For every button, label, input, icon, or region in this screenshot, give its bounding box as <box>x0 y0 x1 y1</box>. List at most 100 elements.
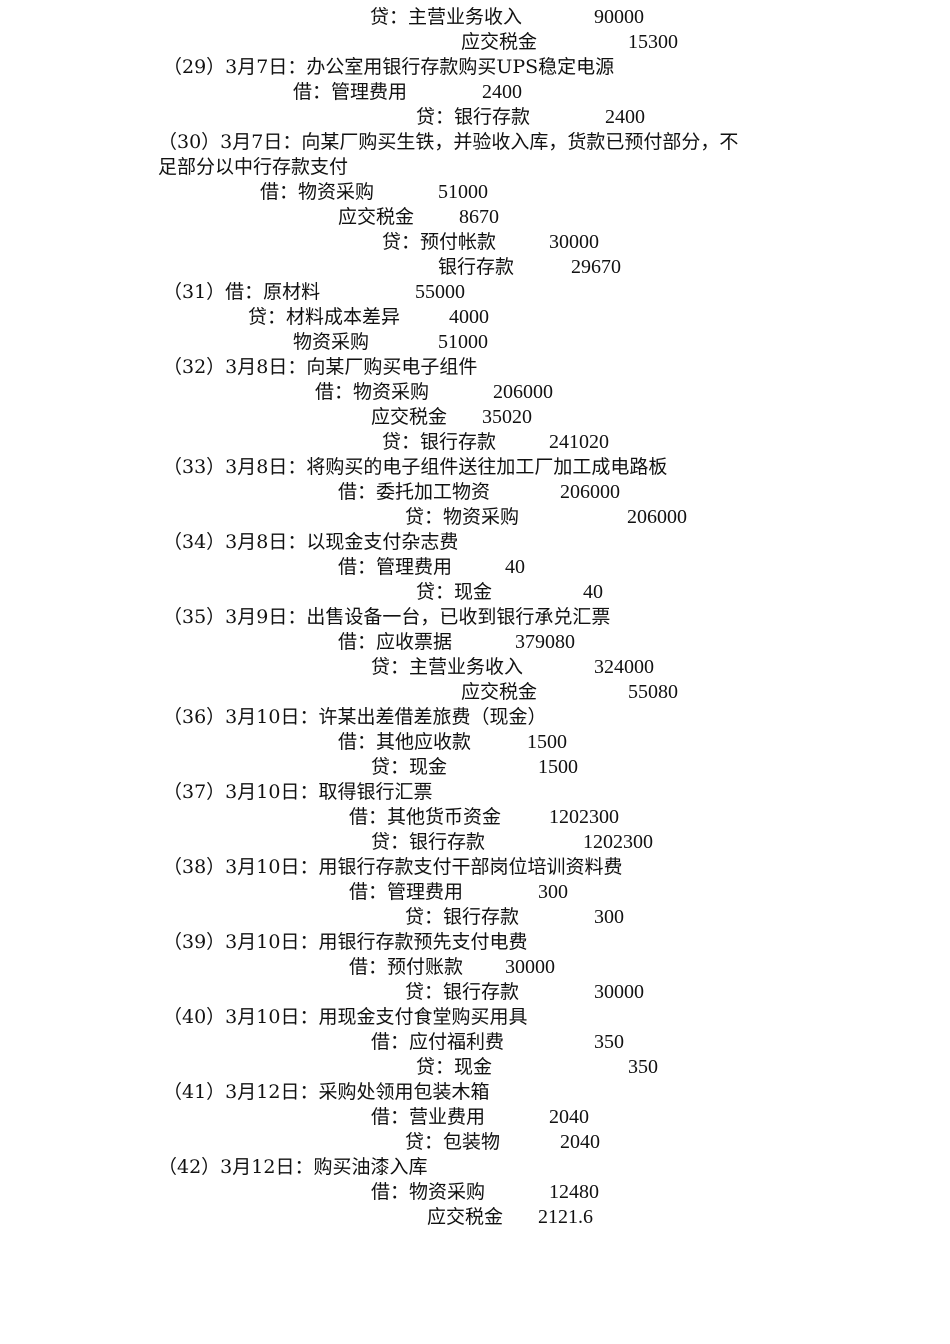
transaction-description: （30）3月7日：向某厂购买生铁，并验收入库，货款已预付部分，不 <box>0 130 950 155</box>
account-label: 贷：银行存款 <box>405 906 520 928</box>
account-label: 借：物资采购 <box>260 181 375 203</box>
transaction-description: 足部分以中行存款支付 <box>0 155 950 180</box>
description-text: （36）3月10日：许某出差借差旅费（现金） <box>163 706 547 728</box>
account-label: 银行存款 <box>438 256 515 278</box>
amount-value: 206000 <box>627 506 687 528</box>
journal-entry-line: 借：物资采购 51000 <box>0 180 950 205</box>
account-label: 借：管理费用 <box>338 556 453 578</box>
account-label: 应交税金 <box>461 31 538 53</box>
amount-value: 29670 <box>571 256 621 278</box>
journal-entry-line: 应交税金 8670 <box>0 205 950 230</box>
amount-value: 300 <box>538 881 568 903</box>
transaction-description: （40）3月10日：用现金支付食堂购买用具 <box>0 1005 950 1030</box>
account-label: 借：应收票据 <box>338 631 453 653</box>
description-text: 足部分以中行存款支付 <box>158 156 349 178</box>
amount-value: 55080 <box>628 681 678 703</box>
account-label: 应交税金 <box>461 681 538 703</box>
amount-value: 30000 <box>594 981 644 1003</box>
transaction-description: （37）3月10日：取得银行汇票 <box>0 780 950 805</box>
description-text: （35）3月9日：出售设备一台，已收到银行承兑汇票 <box>163 606 611 628</box>
account-label: 应交税金 <box>338 206 415 228</box>
journal-entry-line: 借：管理费用 2400 <box>0 80 950 105</box>
transaction-description: （36）3月10日：许某出差借差旅费（现金） <box>0 705 950 730</box>
description-text: （40）3月10日：用现金支付食堂购买用具 <box>163 1006 528 1028</box>
amount-value: 206000 <box>560 481 620 503</box>
amount-value: 4000 <box>449 306 489 328</box>
description-text: （34）3月8日：以现金支付杂志费 <box>163 531 459 553</box>
journal-entry-line: 贷：主营业务收入 324000 <box>0 655 950 680</box>
journal-entry-line: 贷：材料成本差异 4000 <box>0 305 950 330</box>
account-label: 应交税金 <box>371 406 448 428</box>
amount-value: 1202300 <box>549 806 619 828</box>
account-label: （31）借：原材料 <box>163 281 321 303</box>
journal-entry-line: 借：物资采购 206000 <box>0 380 950 405</box>
account-label: 贷：主营业务收入 <box>371 656 524 678</box>
amount-value: 324000 <box>594 656 654 678</box>
amount-value: 1500 <box>538 756 578 778</box>
account-label: 借：物资采购 <box>371 1181 486 1203</box>
account-label: 借：管理费用 <box>293 81 408 103</box>
journal-entry-line: 借：预付账款 30000 <box>0 955 950 980</box>
transaction-description: （42）3月12日：购买油漆入库 <box>0 1155 950 1180</box>
account-label: 贷：银行存款 <box>371 831 486 853</box>
amount-value: 2121.6 <box>538 1206 593 1228</box>
journal-entry-line: （31）借：原材料 55000 <box>0 280 950 305</box>
description-text: （33）3月8日：将购买的电子组件送往加工厂加工成电路板 <box>163 456 668 478</box>
amount-value: 8670 <box>459 206 499 228</box>
account-label: 贷：银行存款 <box>405 981 520 1003</box>
amount-value: 379080 <box>515 631 575 653</box>
amount-value: 51000 <box>438 331 488 353</box>
description-text: （32）3月8日：向某厂购买电子组件 <box>163 356 478 378</box>
transaction-description: （34）3月8日：以现金支付杂志费 <box>0 530 950 555</box>
amount-value: 12480 <box>549 1181 599 1203</box>
journal-entry-line: 借：应收票据 379080 <box>0 630 950 655</box>
account-label: 贷：银行存款 <box>382 431 497 453</box>
account-label: 借：预付账款 <box>349 956 464 978</box>
description-text: （42）3月12日：购买油漆入库 <box>158 1156 428 1178</box>
amount-value: 206000 <box>493 381 553 403</box>
amount-value: 30000 <box>505 956 555 978</box>
amount-value: 55000 <box>415 281 465 303</box>
amount-value: 2400 <box>482 81 522 103</box>
amount-value: 241020 <box>549 431 609 453</box>
account-label: 贷：现金 <box>416 581 493 603</box>
description-text: （29）3月7日：办公室用银行存款购买UPS稳定电源 <box>163 56 615 78</box>
journal-entry-line: 借：物资采购 12480 <box>0 1180 950 1205</box>
journal-entry-line: 借：委托加工物资 206000 <box>0 480 950 505</box>
amount-value: 350 <box>594 1031 624 1053</box>
account-label: 贷：银行存款 <box>416 106 531 128</box>
journal-entry-line: 银行存款 29670 <box>0 255 950 280</box>
amount-value: 40 <box>583 581 603 603</box>
description-text: （41）3月12日：采购处领用包装木箱 <box>163 1081 490 1103</box>
transaction-description: （41）3月12日：采购处领用包装木箱 <box>0 1080 950 1105</box>
account-label: 借：物资采购 <box>315 381 430 403</box>
transaction-description: （32）3月8日：向某厂购买电子组件 <box>0 355 950 380</box>
amount-value: 30000 <box>549 231 599 253</box>
transaction-description: （39）3月10日：用银行存款预先支付电费 <box>0 930 950 955</box>
account-label: 贷：现金 <box>371 756 448 778</box>
account-label: 贷：材料成本差异 <box>248 306 401 328</box>
account-label: 借：委托加工物资 <box>338 481 491 503</box>
account-label: 借：应付福利费 <box>371 1031 505 1053</box>
journal-entry-line: 应交税金 55080 <box>0 680 950 705</box>
amount-value: 35020 <box>482 406 532 428</box>
journal-entry-line: 贷：现金 1500 <box>0 755 950 780</box>
account-label: 贷：现金 <box>416 1056 493 1078</box>
amount-value: 1202300 <box>583 831 653 853</box>
journal-entry-line: 贷：银行存款 1202300 <box>0 830 950 855</box>
journal-entry-line: 贷：银行存款 30000 <box>0 980 950 1005</box>
amount-value: 51000 <box>438 181 488 203</box>
journal-entry-line: 应交税金 35020 <box>0 405 950 430</box>
account-label: 借：其他应收款 <box>338 731 472 753</box>
